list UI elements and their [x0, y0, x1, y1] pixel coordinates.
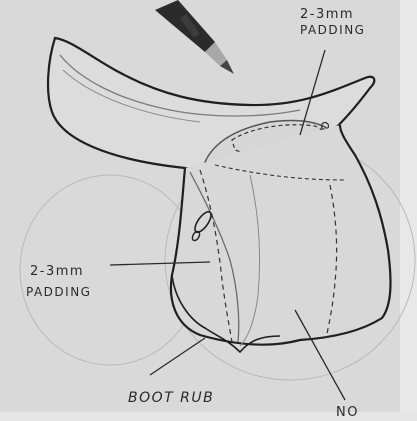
bottom-note: NO: [336, 405, 359, 420]
flap-padding-label: PADDING: [26, 285, 91, 299]
flap-padding-size: 2-3mm: [30, 264, 84, 279]
top-padding-size: 2-3mm: [300, 7, 354, 22]
boot-rub-label: BOOT RUB: [128, 390, 214, 406]
top-padding-label: PADDING: [300, 23, 365, 37]
